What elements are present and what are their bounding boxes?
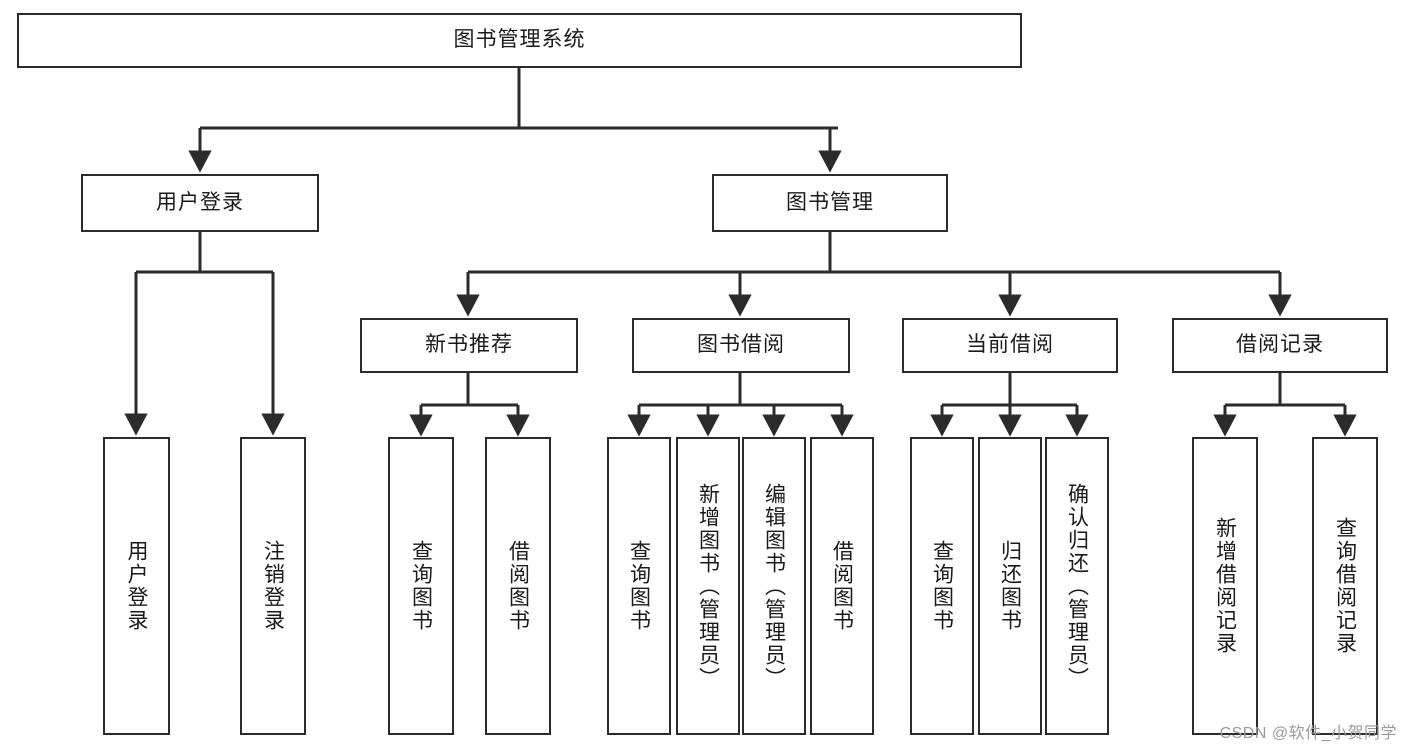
node-label: 查询图书 [627, 540, 651, 632]
node-label: 查询图书 [409, 540, 433, 632]
node-label: 归还图书 [998, 540, 1022, 632]
node-label: 借阅图书 [830, 540, 854, 632]
node-label: 图书借阅 [697, 333, 785, 357]
node-label: 注销登录 [261, 540, 285, 632]
node-label: 查询借阅记录 [1333, 517, 1357, 655]
node-current-borrow[interactable]: 当前借阅 [902, 318, 1118, 373]
node-leaf-query-book-borrow[interactable]: 查询图书 [607, 437, 671, 735]
node-leaf-query-borrow-record[interactable]: 查询借阅记录 [1312, 437, 1378, 735]
node-leaf-edit-book[interactable]: 编辑图书（管理员） [742, 437, 806, 735]
node-label: 新书推荐 [425, 333, 513, 357]
node-leaf-add-book[interactable]: 新增图书（管理员） [676, 437, 740, 735]
node-user-login[interactable]: 用户登录 [81, 174, 319, 232]
node-label: 新增图书（管理员） [696, 482, 720, 690]
node-new-book-recommend[interactable]: 新书推荐 [360, 318, 578, 373]
node-leaf-query-book-current[interactable]: 查询图书 [910, 437, 974, 735]
node-book-manage[interactable]: 图书管理 [712, 174, 948, 232]
node-leaf-add-borrow-record[interactable]: 新增借阅记录 [1192, 437, 1258, 735]
node-label: 当前借阅 [966, 333, 1054, 357]
node-leaf-user-login[interactable]: 用户登录 [103, 437, 170, 735]
node-label: 借阅记录 [1236, 333, 1324, 357]
node-label: 编辑图书（管理员） [762, 482, 786, 690]
node-label: 图书管理 [786, 190, 874, 214]
node-root-system[interactable]: 图书管理系统 [17, 13, 1022, 68]
node-leaf-return-book[interactable]: 归还图书 [978, 437, 1042, 735]
csdn-watermark: CSDN @软件_小贺同学 [1219, 725, 1397, 742]
node-label: 用户登录 [156, 190, 244, 214]
node-label: 确认归还（管理员） [1065, 482, 1089, 690]
node-leaf-query-book-recommend[interactable]: 查询图书 [388, 437, 454, 735]
node-label: 新增借阅记录 [1213, 517, 1237, 655]
node-leaf-logout[interactable]: 注销登录 [240, 437, 306, 735]
node-label: 图书管理系统 [453, 28, 586, 52]
node-leaf-borrow-book-recommend[interactable]: 借阅图书 [485, 437, 551, 735]
node-leaf-borrow-book[interactable]: 借阅图书 [810, 437, 874, 735]
node-label: 用户登录 [125, 540, 148, 632]
node-leaf-confirm-return[interactable]: 确认归还（管理员） [1045, 437, 1109, 735]
node-borrow-record[interactable]: 借阅记录 [1172, 318, 1388, 373]
node-book-borrow[interactable]: 图书借阅 [632, 318, 850, 373]
node-label: 查询图书 [930, 540, 954, 632]
node-label: 借阅图书 [506, 540, 530, 632]
